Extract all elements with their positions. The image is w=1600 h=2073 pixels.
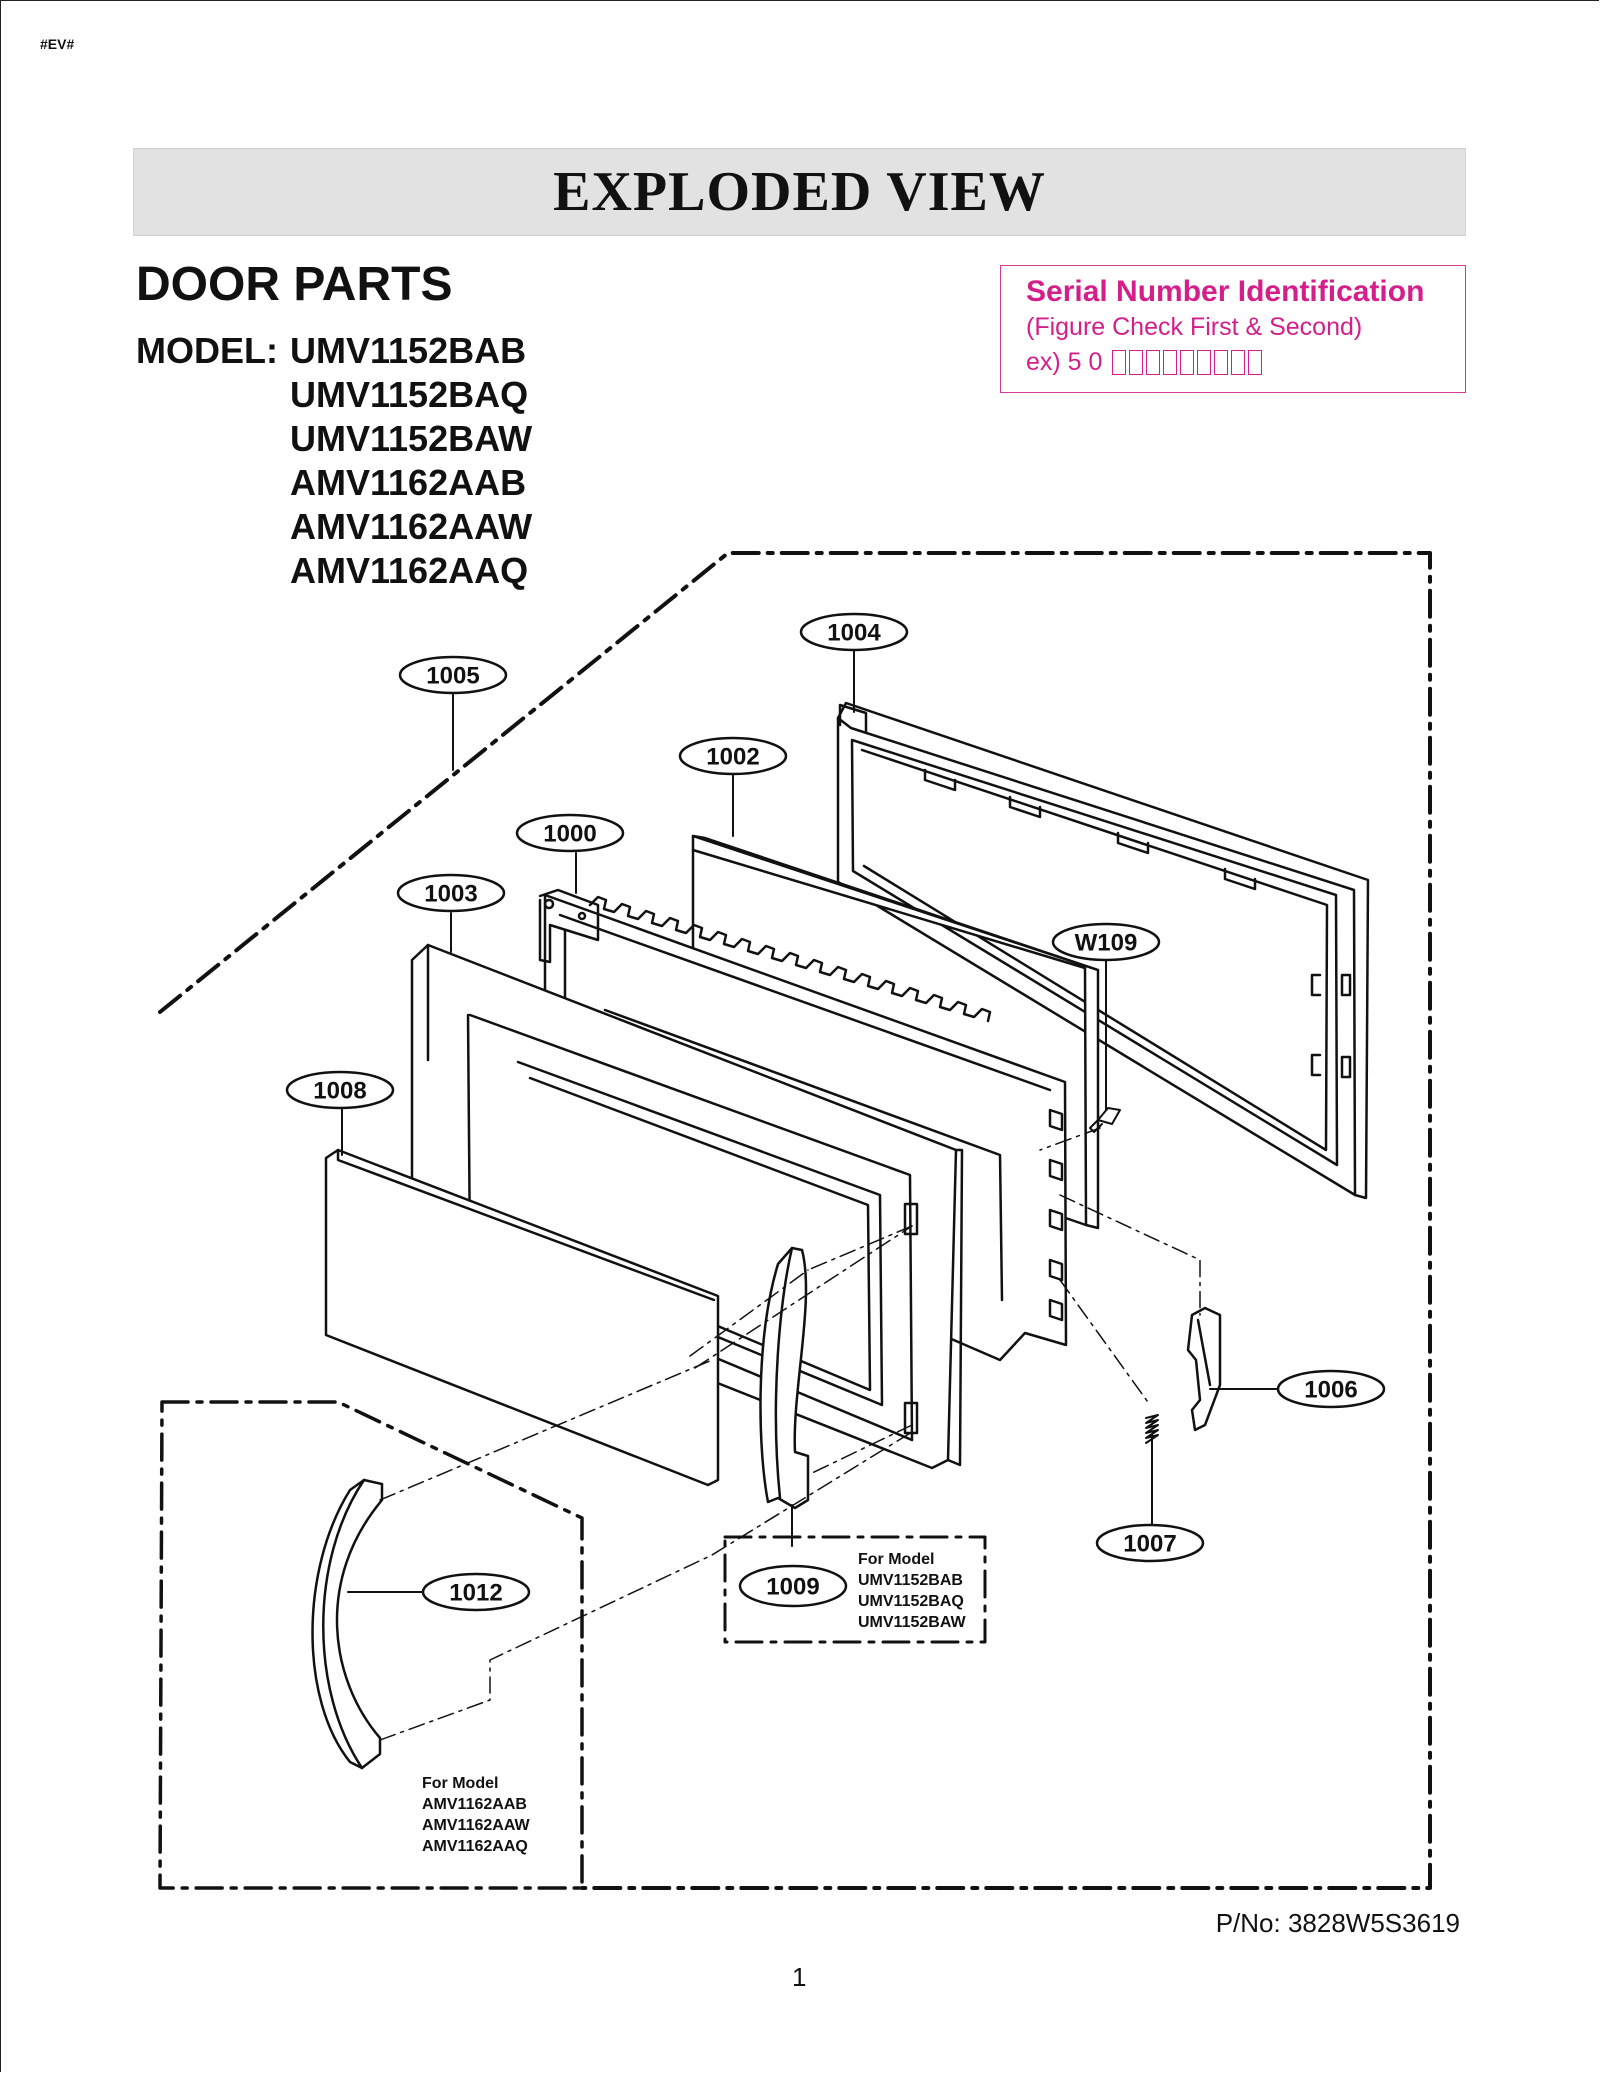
front-glass-panel xyxy=(324,1148,720,1487)
model-item: AMV1162AAW xyxy=(290,506,533,547)
title-bar: EXPLODED VIEW xyxy=(133,148,1466,236)
model-item: UMV1152BAB xyxy=(290,330,527,371)
serial-digit-boxes xyxy=(1112,350,1265,375)
assembly-guides xyxy=(379,1127,1201,1741)
note-1012-model: AMV1162AAW xyxy=(422,1817,530,1834)
handle-1009 xyxy=(759,1246,810,1510)
serial-subtitle: (Figure Check First & Second) xyxy=(1026,313,1363,341)
callout-1003: 1003 xyxy=(424,881,477,908)
handle-1009-note-box xyxy=(723,1535,987,1644)
note-1012-model: AMV1162AAB xyxy=(422,1796,527,1813)
serial-example-row: ex) 5 0 xyxy=(1026,348,1465,377)
page-number: 1 xyxy=(792,1962,807,1992)
spring-1007 xyxy=(1145,1414,1159,1444)
callout-1000: 1000 xyxy=(543,821,596,848)
model-list: UMV1152BAB UMV1152BAQ UMV1152BAW AMV1162… xyxy=(290,330,532,594)
callout-1002: 1002 xyxy=(706,744,759,771)
leader-lines xyxy=(341,647,1283,1593)
model-item: UMV1152BAQ xyxy=(290,374,529,415)
handle-1012-region xyxy=(158,1400,584,1890)
serial-example: ex) 5 0 xyxy=(1026,348,1103,376)
callout-1012: 1012 xyxy=(449,1580,502,1607)
model-item: AMV1162AAB xyxy=(290,462,527,503)
callout-1004: 1004 xyxy=(827,620,881,647)
latch-1006 xyxy=(1186,1306,1222,1432)
callout-1009: 1009 xyxy=(766,1574,819,1601)
note-1009-model: UMV1152BAB xyxy=(858,1572,963,1589)
callout-1007: 1007 xyxy=(1123,1531,1176,1558)
callout-1005: 1005 xyxy=(426,663,479,690)
serial-number-box: Serial Number Identification (Figure Che… xyxy=(1000,265,1466,393)
model-item: AMV1162AAQ xyxy=(290,550,529,591)
handle-1012 xyxy=(311,1478,384,1770)
section-title: DOOR PARTS xyxy=(136,258,453,311)
callout-ellipses xyxy=(285,612,1386,1612)
note-1012-model: AMV1162AAQ xyxy=(422,1838,528,1855)
serial-title: Serial Number Identification xyxy=(1026,275,1425,308)
callout-1006: 1006 xyxy=(1304,1377,1357,1404)
model-item: UMV1152BAW xyxy=(290,418,533,459)
note-1009-model: UMV1152BAW xyxy=(858,1614,966,1631)
boundary-outline xyxy=(158,551,1432,1890)
note-1009-heading: For Model xyxy=(858,1551,934,1568)
note-1012-heading: For Model xyxy=(422,1775,498,1792)
note-1009-model: UMV1152BAQ xyxy=(858,1593,964,1610)
callout-w109: W109 xyxy=(1075,930,1138,957)
part-number: P/No: 3828W5S3619 xyxy=(1215,1908,1460,1938)
page-title: EXPLODED VIEW xyxy=(553,161,1046,223)
document-tag: #EV# xyxy=(40,36,75,52)
model-label: MODEL: xyxy=(136,330,278,371)
callout-1008: 1008 xyxy=(313,1078,366,1105)
